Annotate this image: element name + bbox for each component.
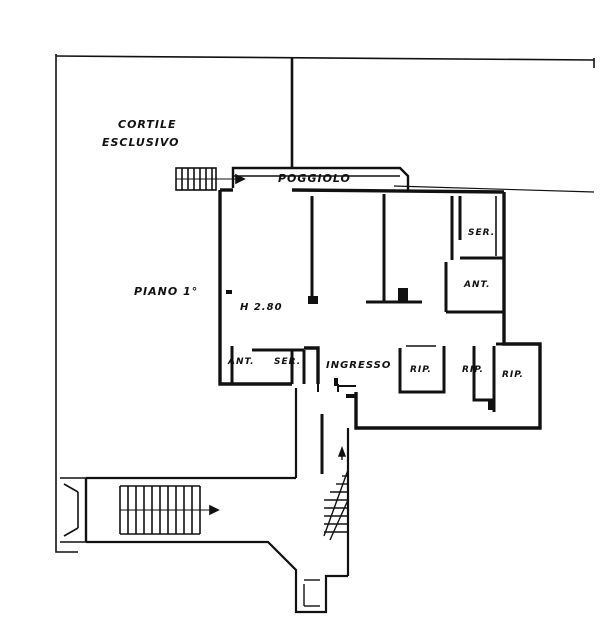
label-poggiolo: POGGIOLO: [278, 172, 351, 185]
wall-details: [226, 288, 494, 410]
entrance-door: [337, 384, 356, 392]
label-altezza: H 2.80: [240, 302, 283, 313]
label-ant-right: ANT.: [464, 280, 491, 290]
label-rip-1: RIP.: [410, 365, 432, 375]
label-rip-3: RIP.: [502, 370, 524, 380]
label-rip-2: RIP.: [462, 365, 484, 375]
label-piano: PIANO 1°: [134, 285, 199, 298]
apartment-outer-walls: [218, 188, 542, 430]
balcony-poggiolo: [231, 166, 410, 190]
label-cortile: CORTILE: [118, 118, 177, 131]
label-ingresso: INGRESSO: [326, 360, 392, 371]
label-ser-left: SER.: [274, 357, 302, 367]
top-left-steps: [175, 167, 246, 191]
inner-stair: [323, 446, 349, 541]
label-ant-left: ANT.: [228, 357, 255, 367]
interior-walls: [230, 194, 540, 412]
label-ser-top: SER.: [468, 228, 496, 238]
lower-left-stair: [60, 477, 220, 543]
label-esclusivo: ESCLUSIVO: [102, 136, 180, 149]
corridor-and-stair-core: [86, 388, 350, 614]
site-boundary: [55, 54, 595, 553]
